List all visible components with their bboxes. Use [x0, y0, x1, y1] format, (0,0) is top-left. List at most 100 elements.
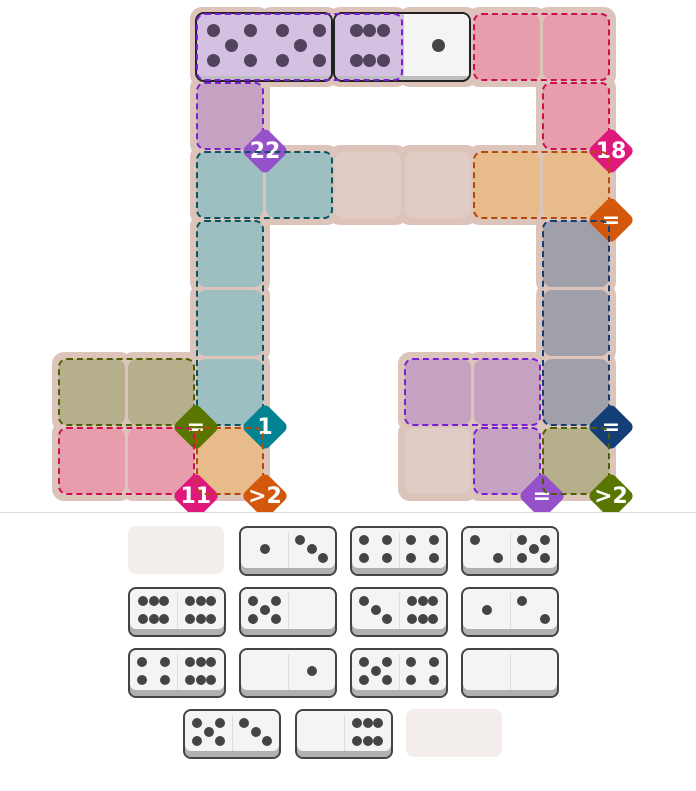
- board-cell[interactable]: [127, 428, 194, 494]
- tray-domino[interactable]: [461, 587, 559, 637]
- board-cell[interactable]: [127, 359, 194, 425]
- pip: [407, 596, 417, 606]
- pip: [377, 53, 391, 67]
- domino-divider: [399, 593, 400, 629]
- tray-domino[interactable]: [128, 587, 226, 637]
- divider: [0, 512, 696, 513]
- board-cell[interactable]: [543, 290, 609, 356]
- domino-divider: [510, 593, 511, 629]
- pip: [206, 53, 220, 67]
- domino-half: [177, 589, 224, 631]
- domino-half: [241, 650, 288, 692]
- badge-label: =: [601, 207, 621, 233]
- domino-half: [197, 14, 266, 76]
- board-cell[interactable]: [266, 152, 333, 218]
- board-cell[interactable]: [58, 359, 125, 425]
- board-cell[interactable]: [404, 152, 471, 218]
- badge-label: 18: [595, 138, 627, 164]
- pip: [428, 614, 438, 624]
- placed-domino[interactable]: [333, 12, 472, 82]
- domino-half: [297, 711, 344, 753]
- domino-half: [185, 711, 232, 753]
- pip: [407, 614, 417, 624]
- pip: [406, 675, 416, 685]
- pip: [138, 614, 148, 624]
- domino-half: [288, 528, 335, 570]
- region-constraint-badge: 11: [170, 470, 222, 512]
- tray-domino[interactable]: [183, 709, 281, 759]
- board-cell[interactable]: [197, 290, 263, 356]
- board-cell[interactable]: [197, 221, 263, 287]
- pip: [306, 544, 317, 554]
- region-constraint-badge: 22: [239, 125, 291, 177]
- pip: [352, 736, 362, 746]
- board-cell[interactable]: [473, 14, 540, 80]
- pip: [359, 553, 369, 563]
- pip: [517, 553, 527, 563]
- pip: [382, 553, 392, 563]
- pip: [195, 657, 206, 667]
- board-cell[interactable]: [473, 359, 540, 425]
- domino-half: [288, 650, 335, 692]
- tray-domino[interactable]: [461, 648, 559, 698]
- pip: [160, 657, 170, 667]
- pip: [540, 535, 550, 545]
- domino-divider: [288, 593, 289, 629]
- tray-domino[interactable]: [239, 648, 337, 698]
- badge-label: 22: [249, 138, 281, 164]
- board-cell[interactable]: [473, 428, 540, 494]
- pip: [225, 38, 238, 52]
- pip: [373, 736, 383, 746]
- board-cell[interactable]: [58, 428, 125, 494]
- board-cell[interactable]: [335, 152, 402, 218]
- board-cell[interactable]: [404, 359, 471, 425]
- pip: [382, 535, 392, 545]
- tray-domino[interactable]: [461, 526, 559, 576]
- pip: [382, 675, 392, 685]
- pip: [206, 596, 216, 606]
- domino-half: [510, 589, 557, 631]
- region-constraint-badge: 18: [585, 125, 637, 177]
- pip: [470, 535, 480, 545]
- domino-divider: [344, 715, 345, 751]
- board-cell[interactable]: [404, 428, 471, 494]
- pip: [295, 535, 305, 545]
- domino-half: [352, 528, 399, 570]
- pip: [215, 718, 225, 728]
- tray-domino[interactable]: [239, 587, 337, 637]
- badge-label: 1: [257, 414, 273, 440]
- placed-domino[interactable]: [195, 12, 333, 82]
- pip: [148, 596, 159, 606]
- pip: [275, 23, 289, 37]
- empty-tray-slot: [406, 709, 502, 757]
- pip: [373, 718, 383, 728]
- tray-domino[interactable]: [295, 709, 393, 759]
- pip: [429, 535, 439, 545]
- pip: [206, 614, 216, 624]
- pip: [206, 657, 216, 667]
- pip: [417, 614, 428, 624]
- board-cell[interactable]: [473, 152, 540, 218]
- domino-divider: [177, 654, 178, 690]
- tray-domino[interactable]: [350, 526, 448, 576]
- tray-domino[interactable]: [350, 648, 448, 698]
- pip: [243, 23, 257, 37]
- pip: [271, 614, 281, 624]
- region-constraint-badge: =: [585, 194, 637, 246]
- domino-divider: [288, 654, 289, 690]
- tray-domino[interactable]: [128, 648, 226, 698]
- board-cell[interactable]: [543, 14, 609, 80]
- pip: [540, 614, 550, 624]
- pip: [195, 614, 206, 624]
- pip: [206, 23, 220, 37]
- pip: [248, 596, 258, 606]
- tray-domino[interactable]: [350, 587, 448, 637]
- domino-half: [344, 711, 391, 753]
- pip: [528, 544, 539, 554]
- pip: [312, 53, 326, 67]
- badge-label: =: [186, 414, 206, 440]
- tray-domino[interactable]: [239, 526, 337, 576]
- domino-divider: [399, 654, 400, 690]
- pip: [362, 718, 373, 728]
- pip: [148, 614, 159, 624]
